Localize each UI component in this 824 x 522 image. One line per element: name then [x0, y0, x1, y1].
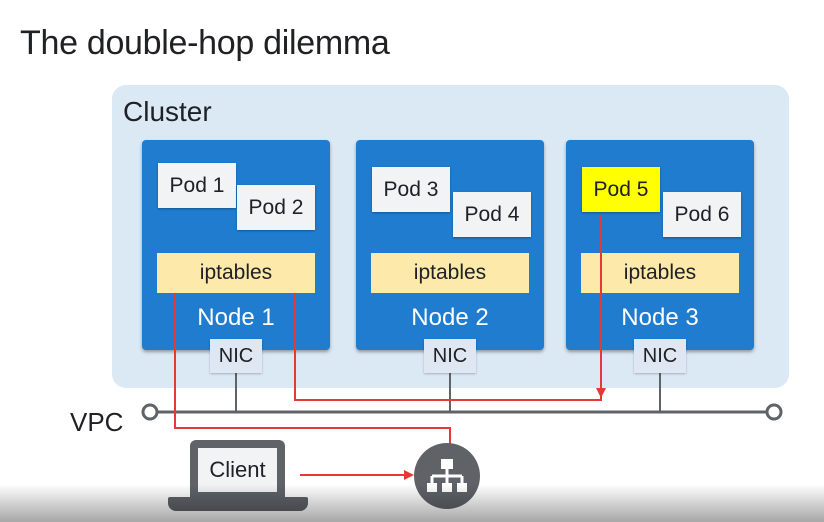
- node-1: Pod 1 Pod 2 iptables Node 1: [142, 140, 330, 350]
- node-3: Pod 5 Pod 6 iptables Node 3: [566, 140, 754, 350]
- nic-node-2: NIC: [424, 339, 476, 373]
- client-label: Client: [198, 448, 277, 492]
- cluster-label: Cluster: [123, 96, 212, 127]
- node-3-label: Node 3: [621, 304, 699, 331]
- network-tree-icon: [427, 459, 467, 492]
- nic-node-3: NIC: [634, 339, 686, 373]
- pod-1: Pod 1: [158, 163, 236, 208]
- node-1-label: Node 1: [197, 304, 275, 331]
- traffic-path-lb-to-node1: [174, 293, 451, 447]
- pod-5: Pod 5: [582, 167, 660, 212]
- vpc-endpoint-right: [765, 403, 783, 421]
- load-balancer-icon: [414, 443, 480, 509]
- pod-6: Pod 6: [663, 192, 741, 237]
- pod-3: Pod 3: [372, 167, 450, 212]
- iptables-node-1: iptables: [157, 253, 315, 293]
- node-2: Pod 3 Pod 4 iptables Node 2: [356, 140, 544, 350]
- vpc-label: VPC: [70, 407, 124, 437]
- laptop-base: [168, 497, 308, 511]
- vpc-endpoint-left: [141, 403, 159, 421]
- node-2-label: Node 2: [411, 304, 489, 331]
- pod-4: Pod 4: [453, 192, 531, 237]
- pod-2: Pod 2: [237, 185, 315, 230]
- slide-title: The double-hop dilemma: [20, 24, 390, 62]
- nic-node-1: NIC: [210, 339, 262, 373]
- iptables-node-3: iptables: [581, 253, 739, 293]
- iptables-node-2: iptables: [371, 253, 529, 293]
- client-laptop-icon: Client: [190, 440, 285, 498]
